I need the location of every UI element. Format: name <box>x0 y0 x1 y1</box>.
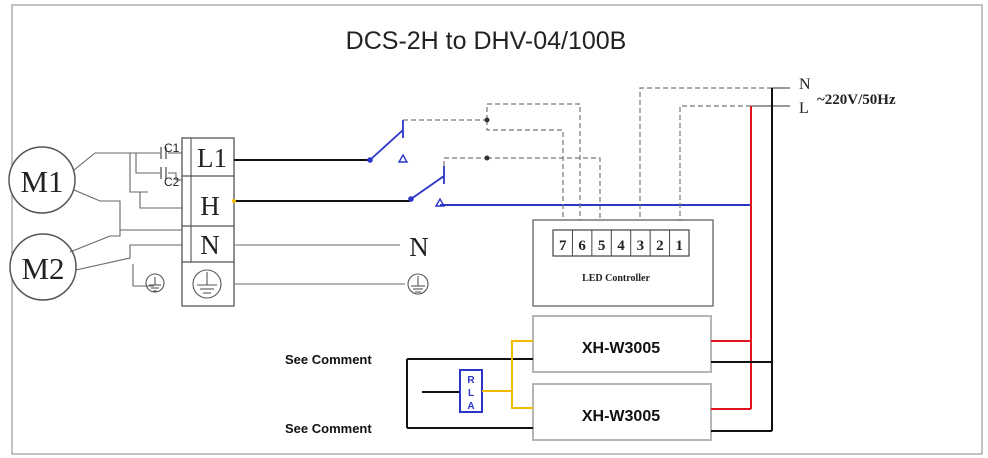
motor-m1-label: M1 <box>20 164 63 199</box>
led-terminal-2: 2 <box>656 238 664 254</box>
diagram-frame <box>11 4 983 455</box>
capacitor-c2: C2 <box>160 167 180 189</box>
terminal-block: L1 H N <box>181 137 235 307</box>
led-terminal-4: 4 <box>617 238 625 254</box>
terminal-earth-icon <box>192 269 222 299</box>
thermostat-1: XH-W3005 <box>532 315 712 373</box>
thermostat-1-label: XH-W3005 <box>582 340 660 357</box>
wire-yellow <box>482 340 533 409</box>
earth-icon <box>145 273 165 293</box>
earth-right-icon <box>407 273 429 295</box>
led-controller-label: LED Controller <box>582 273 650 284</box>
control-wires-dashed <box>403 87 772 232</box>
led-terminal-6: 6 <box>578 238 586 254</box>
relay-rla: R L A <box>459 369 483 413</box>
led-terminal-3: 3 <box>637 238 645 254</box>
terminal-h-label: H <box>200 191 220 221</box>
capacitor-c1: C1 <box>160 141 180 159</box>
thermostat-2-label: XH-W3005 <box>582 408 660 425</box>
neutral-label: N <box>409 232 429 262</box>
relay-letter-a: A <box>467 401 474 412</box>
motor-wiring <box>69 152 182 287</box>
mains-spec: ~220V/50Hz <box>817 92 896 108</box>
diagram-title: DCS-2H to DHV-04/100B <box>346 27 627 55</box>
mains-l-label: L <box>799 100 809 117</box>
relay-letter-l: L <box>468 388 474 399</box>
comment-bottom: See Comment <box>285 421 372 436</box>
capacitor-c2-label: C2 <box>164 175 180 189</box>
motor-m2-label: M2 <box>21 251 64 286</box>
led-terminal-7: 7 <box>559 238 567 254</box>
mains-n-label: N <box>799 76 811 93</box>
led-terminal-5: 5 <box>598 238 606 254</box>
comment-top: See Comment <box>285 352 372 367</box>
motor-m1: M1 <box>8 146 76 214</box>
switch-2 <box>410 166 446 207</box>
relay-letter-r: R <box>467 375 475 386</box>
thermostat-2: XH-W3005 <box>532 383 712 441</box>
switch-1 <box>369 120 409 163</box>
led-terminal-1: 1 <box>676 238 684 254</box>
mains-supply: N L ~220V/50Hz <box>751 76 896 117</box>
terminal-l1-label: L1 <box>197 143 227 173</box>
motor-m2: M2 <box>9 233 77 301</box>
capacitor-c1-label: C1 <box>164 141 180 155</box>
terminal-n-label: N <box>200 230 220 260</box>
